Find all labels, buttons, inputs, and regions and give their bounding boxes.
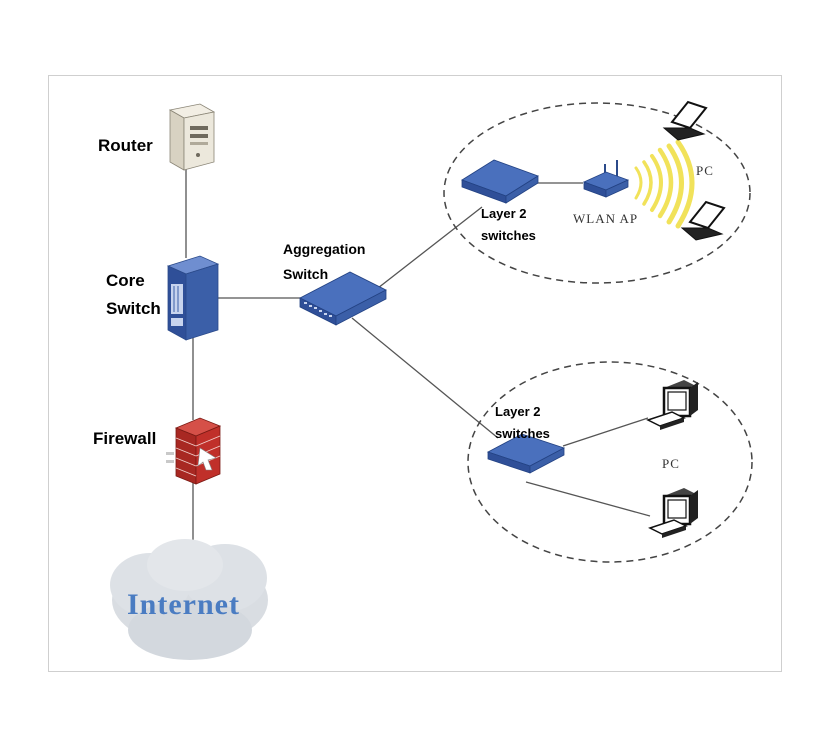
layer2-top-label-line2: switches	[481, 228, 536, 243]
links	[185, 168, 651, 560]
laptop-bottom-icon	[680, 200, 726, 241]
layer2-bottom-label-line1: Layer 2	[495, 404, 541, 419]
firewall-icon	[166, 417, 222, 485]
internet-cloud-icon	[110, 539, 268, 660]
wifi-signal-icon	[634, 139, 695, 229]
wlan-ap-label: WLAN AP	[573, 211, 639, 226]
desktop-pc-bottom-icon	[648, 488, 698, 538]
link-aggregation-l2top	[377, 206, 483, 289]
pc-bottom-label: PC	[662, 456, 680, 471]
layer2-switch-top-icon	[461, 159, 539, 204]
aggregation-switch-label-line1: Aggregation	[283, 241, 366, 257]
aggregation-switch-label-line2: Switch	[283, 266, 329, 282]
link-l2bottom-pc2	[525, 481, 651, 517]
core-switch-label-line1: Core	[106, 271, 145, 290]
laptop-top-icon	[662, 100, 708, 141]
layer2-top-label-line1: Layer 2	[481, 206, 527, 221]
core-switch-label-line2: Switch	[106, 299, 161, 318]
router-label: Router	[98, 136, 153, 155]
wlan-ap-icon	[582, 160, 630, 198]
core-switch-icon	[166, 255, 220, 341]
aggregation-switch-icon	[299, 271, 387, 326]
layer2-bottom-label-line2: switches	[495, 426, 550, 441]
top-lan-boundary	[443, 102, 751, 284]
bottom-lan-boundary	[467, 361, 753, 563]
link-l2bottom-pc1	[562, 417, 649, 447]
internet-label: Internet	[127, 588, 240, 621]
diagram-frame	[48, 75, 782, 672]
link-aggregation-l2bottom	[351, 317, 499, 439]
desktop-pc-top-icon	[646, 380, 698, 430]
router-icon	[168, 103, 216, 171]
pc-top-label: PC	[696, 163, 714, 178]
firewall-label: Firewall	[93, 429, 157, 448]
layer2-switch-bottom-icon	[486, 433, 566, 474]
